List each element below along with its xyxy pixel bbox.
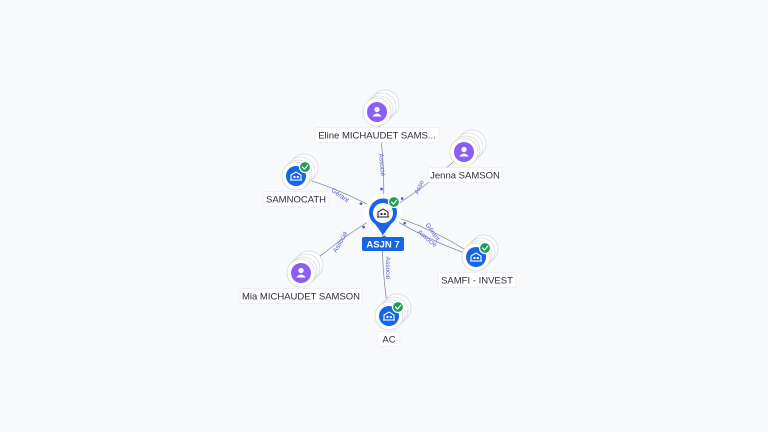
check-badge-icon	[478, 241, 492, 255]
edge-arrow	[403, 221, 407, 225]
node-samfi[interactable]: SAMFI - INVEST	[437, 234, 517, 288]
node-mia[interactable]: Mia MICHAUDET SAMSON	[239, 250, 363, 304]
edge-arrow	[362, 225, 366, 229]
edge-arrow	[359, 202, 363, 206]
edge-label: Asso	[413, 179, 426, 195]
center-label: ASJN 7	[362, 237, 404, 251]
check-badge-icon	[298, 160, 312, 174]
node-label-text: Mia MICHAUDET SAMSON	[242, 291, 360, 302]
center-label-text: ASJN 7	[366, 239, 399, 250]
node-label: Eline MICHAUDET SAMS...	[314, 127, 440, 143]
user-icon	[372, 106, 382, 117]
edge-arrow	[380, 187, 383, 191]
center-node[interactable]: ASJN 7	[362, 194, 404, 251]
building-icon	[383, 311, 395, 321]
node-ac[interactable]: AC	[374, 293, 412, 347]
building-icon	[470, 252, 482, 262]
node-label-text: SAMFI - INVEST	[441, 275, 513, 286]
edge-label: Associé	[332, 230, 350, 254]
check-badge-icon	[387, 195, 401, 209]
edge-arrow	[400, 197, 404, 200]
node-jenna[interactable]: Jenna SAMSON	[427, 129, 503, 183]
user-icon	[296, 267, 306, 278]
node-label-text: SAMNOCATH	[266, 194, 326, 205]
building-icon	[290, 171, 302, 181]
edge-label: Gérant	[330, 187, 350, 204]
check-badge-icon	[391, 300, 405, 314]
node-label-text: Jenna SAMSON	[430, 170, 500, 181]
building-icon	[377, 208, 389, 218]
node-label-text: Eline MICHAUDET SAMS...	[318, 130, 436, 141]
node-label: SAMFI - INVEST	[437, 272, 517, 288]
user-icon	[459, 146, 469, 157]
edge-label: Associé	[384, 257, 391, 280]
node-label: Mia MICHAUDET SAMSON	[239, 288, 363, 304]
node-label: SAMNOCATH	[262, 191, 330, 207]
node-label-text: AC	[382, 334, 395, 345]
node-label: AC	[377, 331, 401, 347]
node-eline[interactable]: Eline MICHAUDET SAMS...	[314, 89, 440, 143]
edge-label: Associé	[377, 153, 386, 177]
node-label: Jenna SAMSON	[427, 167, 503, 183]
node-samnocath[interactable]: SAMNOCATH	[262, 153, 330, 207]
graph-nodes: Eline MICHAUDET SAMS... Jenna SAMSON SAMNO…	[239, 89, 517, 347]
center-avatar	[373, 203, 393, 223]
